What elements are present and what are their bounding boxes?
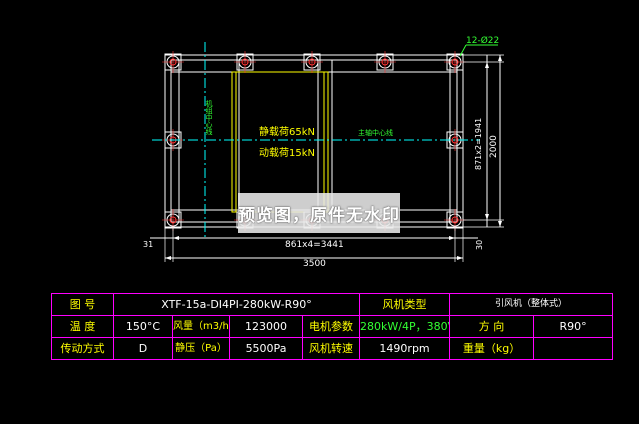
title-block-table: 图 号 XTF-15a-DI4PI-280kW-R90° 风机类型 引风机（整体… bbox=[51, 293, 614, 360]
preview-watermark: 预览图，原件无水印 bbox=[238, 193, 400, 233]
temperature-label: 温 度 bbox=[51, 315, 114, 338]
dim-arrow bbox=[449, 236, 455, 240]
main-axis-centerline-label: 主轴中心线 bbox=[358, 128, 393, 137]
dim-arrow bbox=[457, 256, 463, 260]
fan-type-label: 风机类型 bbox=[359, 293, 451, 316]
dim-right-offset: 30 bbox=[475, 240, 484, 250]
airflow-value: 123000 bbox=[229, 315, 303, 338]
motor-params-value: 280kW/4P，380V/50HZ，变频电机 bbox=[359, 315, 451, 338]
bolt-note: 12-Ø22 bbox=[466, 35, 499, 46]
static-load-label: 静载荷65kN bbox=[259, 125, 315, 138]
dim-arrow bbox=[173, 236, 179, 240]
static-pressure-label: 静压（Pa） bbox=[172, 337, 230, 360]
dim-arrow bbox=[485, 214, 489, 220]
dynamic-load-label: 动载荷15kN bbox=[259, 147, 315, 159]
dim-arrow bbox=[485, 62, 489, 68]
dim-arrow bbox=[498, 55, 502, 61]
table-row: 温 度 150°C 风量（m3/h） 123000 电机参数 280kW/4P，… bbox=[51, 315, 614, 338]
direction-label: 方 向 bbox=[449, 315, 535, 338]
dim-arrow bbox=[498, 221, 502, 227]
unit-centerline-label: 机组中心线 bbox=[205, 99, 213, 135]
fan-type-value: 引风机（整体式） bbox=[449, 293, 614, 316]
airflow-label: 风量（m3/h） bbox=[172, 315, 230, 338]
bolt-note-leader bbox=[459, 44, 467, 57]
table-row: 传动方式 D 静压（Pa） 5500Pa 风机转速 1490rpm 重量（kg） bbox=[51, 337, 614, 360]
dim-bottom-mid: 861x4=3441 bbox=[285, 240, 344, 250]
drive-mode-label: 传动方式 bbox=[51, 337, 114, 360]
motor-base-frame bbox=[231, 71, 329, 213]
dim-right-inner: 871x2=1941 bbox=[474, 118, 483, 170]
drawing-no-value: XTF-15a-DI4PI-280kW-R90° bbox=[112, 293, 361, 316]
fan-speed-value: 1490rpm bbox=[359, 337, 451, 360]
dim-right-total: 2000 bbox=[489, 135, 499, 158]
static-pressure-value: 5500Pa bbox=[229, 337, 303, 360]
dim-left-offset: 31 bbox=[143, 240, 153, 249]
table-row: 图 号 XTF-15a-DI4PI-280kW-R90° 风机类型 引风机（整体… bbox=[51, 293, 614, 316]
dim-bottom-total: 3500 bbox=[303, 259, 326, 269]
drive-mode-value: D bbox=[113, 337, 173, 360]
motor-params-label: 电机参数 bbox=[301, 315, 361, 338]
dimension-lines bbox=[150, 44, 504, 262]
weight-value bbox=[533, 337, 614, 360]
dim-arrow bbox=[165, 256, 171, 260]
fan-speed-label: 风机转速 bbox=[301, 337, 361, 360]
weight-label: 重量（kg） bbox=[449, 337, 535, 360]
temperature-value: 150°C bbox=[113, 315, 173, 338]
drawing-no-label: 图 号 bbox=[51, 293, 114, 316]
centerlines bbox=[152, 42, 480, 238]
direction-value: R90° bbox=[533, 315, 614, 338]
